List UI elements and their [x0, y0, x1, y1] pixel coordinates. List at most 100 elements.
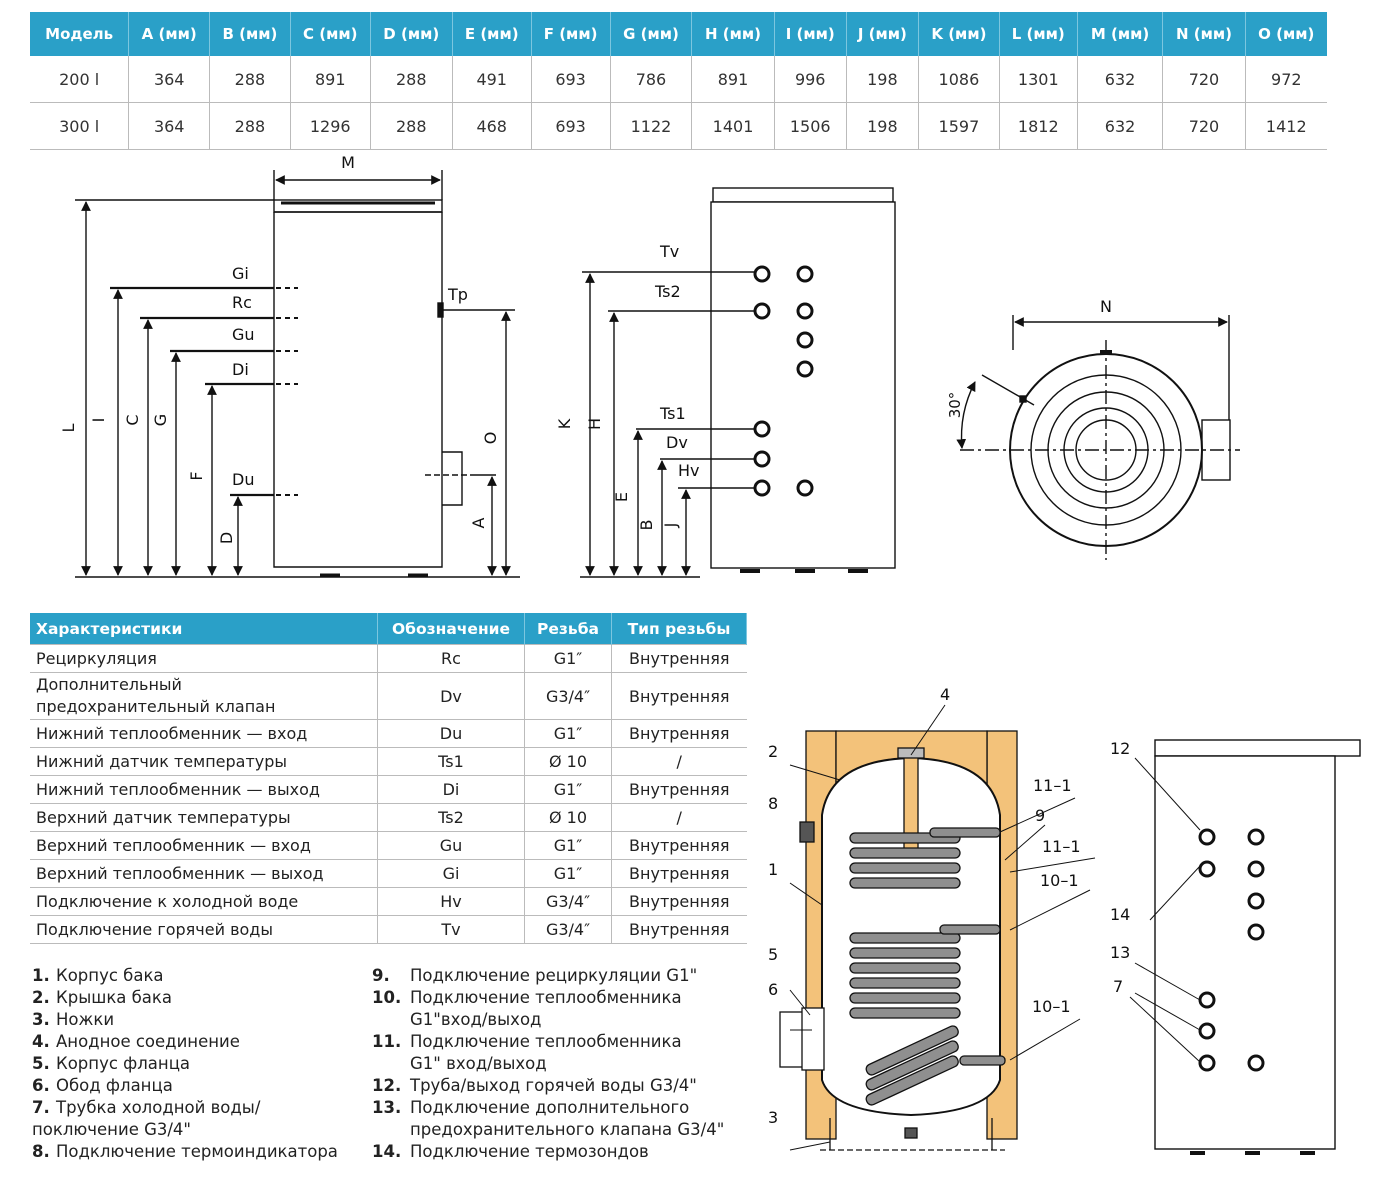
dimensions-cell: 1086: [918, 56, 1000, 103]
legend-number: 1.: [32, 966, 50, 985]
callout-2: 2: [768, 742, 778, 761]
callout-1: 1: [768, 860, 778, 879]
col-header: F (мм): [531, 12, 611, 56]
top-view-labels: N 30°: [946, 297, 1112, 418]
col-header: B (мм): [209, 12, 291, 56]
top-view-drawing: [956, 315, 1240, 560]
dimensions-cell: 632: [1077, 102, 1164, 150]
dimensions-cell: 1301: [999, 56, 1078, 103]
legend-item: 11. Подключение теплообменника G1" вход/в…: [372, 1031, 724, 1075]
dim-label-i: I: [89, 418, 108, 423]
spec-cell: Нижний теплообменник — выход: [30, 775, 378, 804]
conn-label-di: Di: [232, 360, 249, 379]
dim-label-m: M: [341, 153, 355, 172]
dimensions-cell: 720: [1162, 56, 1246, 103]
legend-text: Труба/выход горячей воды G3/4": [410, 1076, 697, 1095]
col-header: H (мм): [691, 12, 775, 56]
legend-item: 7.Трубка холодной воды/ поключение G3/4": [32, 1097, 338, 1141]
conn-label-dv: Dv: [666, 433, 688, 452]
legend-item: 14.Подключение термозондов: [372, 1141, 724, 1163]
spec-cell: G1″: [524, 859, 612, 888]
legend-text: Трубка холодной воды/ поключение G3/4": [32, 1098, 261, 1139]
legend-number: 4.: [32, 1032, 50, 1051]
spec-cell: Дополнительный предохранительный клапан: [30, 672, 378, 720]
dimensions-cell: 364: [128, 56, 211, 103]
col-header: L (мм): [999, 12, 1078, 56]
dimensions-cell: 364: [128, 102, 211, 150]
legend-text: Подключение теплообменника G1"вход/выход: [410, 988, 682, 1029]
dim-label-e: E: [612, 492, 631, 502]
legend-item: 12.Труба/выход горячей воды G3/4": [372, 1075, 724, 1097]
spec-cell: Ts2: [377, 803, 525, 832]
legend-text: Ножки: [56, 1010, 115, 1029]
legend-number: 14.: [372, 1142, 402, 1161]
dim-label-b: B: [637, 520, 656, 531]
legend-text: Подключение теплообменника G1" вход/выхо…: [410, 1032, 682, 1073]
spec-cell: Ts1: [377, 747, 525, 776]
legend-number: 10.: [372, 988, 402, 1007]
col-header: D (мм): [370, 12, 453, 56]
spec-header-row: Характеристики Обозначение Резьба Тип ре…: [30, 613, 747, 645]
legend-item: 8.Подключение термоиндикатора: [32, 1141, 338, 1163]
legend-number: 11.: [372, 1032, 402, 1051]
legend-number: 8.: [32, 1142, 50, 1161]
dimensions-cell: 1401: [691, 102, 775, 150]
col-header: K (мм): [918, 12, 1000, 56]
dimensions-cell: 288: [370, 102, 453, 150]
conn-label-tv: Tv: [659, 242, 679, 261]
dimensions-cell: 1412: [1245, 102, 1327, 150]
col-header: N (мм): [1162, 12, 1246, 56]
legend-text: Подключение рециркуляции G1": [410, 966, 698, 985]
callout-9: 9: [1035, 806, 1045, 825]
dimensions-cell: 786: [610, 56, 693, 103]
dimensions-cell: 1506: [774, 102, 847, 150]
dim-label-j: J: [661, 523, 680, 529]
dimensions-cell: 693: [531, 102, 611, 150]
dimensions-cell: 632: [1077, 56, 1164, 103]
dimensions-cell: 1296: [290, 102, 371, 150]
rear-view-drawing: [1129, 739, 1361, 1155]
dim-label-a: A: [469, 517, 488, 528]
callout-6: 6: [768, 980, 778, 999]
dim-label-d: D: [217, 532, 236, 544]
dim-label-g: G: [151, 414, 170, 426]
specifications-table: Характеристики Обозначение Резьба Тип ре…: [30, 613, 747, 944]
conn-label-gi: Gi: [232, 264, 249, 283]
dimensions-cell: 491: [452, 56, 532, 103]
rear-view-callouts: 12 14 13 7: [1110, 739, 1130, 996]
dimensions-cell: 468: [452, 102, 532, 150]
legend-text: Корпус бака: [56, 966, 164, 985]
callout-10-1-a: 10–1: [1040, 871, 1079, 890]
front-view-ports: [753, 265, 814, 497]
dim-label-l: L: [59, 423, 78, 432]
spec-cell: Gu: [377, 831, 525, 860]
conn-label-rc: Rc: [232, 293, 252, 312]
spec-cell: Hv: [377, 887, 525, 916]
callout-8: 8: [768, 794, 778, 813]
spec-cell: Нижний датчик температуры: [30, 747, 378, 776]
legend-right: 9.Подключение рециркуляции G1"10.Подключ…: [372, 965, 724, 1163]
section-view-drawing: [779, 704, 1096, 1151]
dimensions-cell: 1812: [999, 102, 1078, 150]
legend-item: 10. Подключение теплообменника G1"вход/вы…: [372, 987, 724, 1031]
spec-cell: Нижний теплообменник — вход: [30, 719, 378, 748]
callout-11-1-b: 11–1: [1042, 837, 1081, 856]
spec-cell: Dv: [377, 672, 525, 720]
spec-cell: Внутренняя: [611, 775, 747, 804]
spec-col-header: Обозначение: [377, 613, 525, 645]
col-header: A (мм): [128, 12, 211, 56]
dim-label-h: H: [585, 418, 604, 430]
dimensions-cell: 198: [846, 56, 919, 103]
